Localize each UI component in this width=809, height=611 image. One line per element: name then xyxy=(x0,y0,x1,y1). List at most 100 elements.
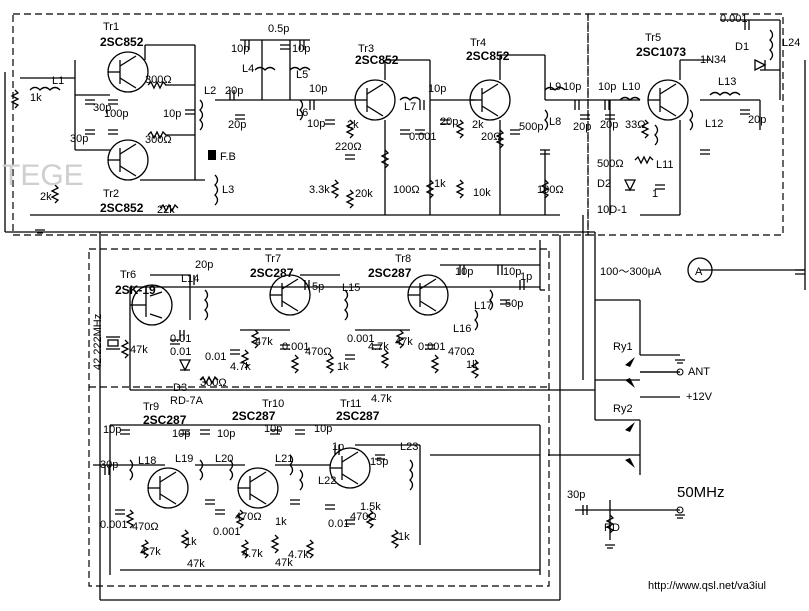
relay-contacts xyxy=(625,357,684,514)
svg-text:1k: 1k xyxy=(466,359,478,371)
svg-text:30p: 30p xyxy=(70,133,88,145)
supply-label: +12V xyxy=(686,391,713,403)
svg-text:10k: 10k xyxy=(473,187,491,199)
svg-text:100p: 100p xyxy=(104,108,128,120)
svg-text:L4: L4 xyxy=(242,63,254,75)
svg-text:20k: 20k xyxy=(355,188,373,200)
svg-text:L5: L5 xyxy=(296,69,308,81)
svg-text:10p: 10p xyxy=(292,43,310,55)
svg-text:L16: L16 xyxy=(453,323,471,335)
svg-text:1k: 1k xyxy=(275,516,287,528)
crystal-frequency: 42.222MHz xyxy=(92,314,104,370)
oscillator-box xyxy=(587,13,784,236)
svg-text:0.001: 0.001 xyxy=(213,526,241,538)
ferrite-bead-symbol xyxy=(208,150,216,160)
svg-text:L23: L23 xyxy=(400,441,418,453)
svg-text:47k: 47k xyxy=(395,336,413,348)
inductor-labels: L1 L2 L3 L4 L5 L6 L7 L8 L9 L10 L11 L12 L… xyxy=(52,37,800,487)
svg-text:0.01: 0.01 xyxy=(205,351,226,363)
svg-text:220Ω: 220Ω xyxy=(335,141,362,153)
svg-text:470Ω: 470Ω xyxy=(448,346,475,358)
svg-text:10p: 10p xyxy=(103,424,121,436)
svg-text:4.7k: 4.7k xyxy=(368,341,389,353)
svg-text:10p: 10p xyxy=(598,81,616,93)
svg-text:1k: 1k xyxy=(434,178,446,190)
svg-text:100Ω: 100Ω xyxy=(393,184,420,196)
svg-text:0.001: 0.001 xyxy=(347,333,375,345)
svg-text:1p: 1p xyxy=(332,441,344,453)
svg-text:1k: 1k xyxy=(185,536,197,548)
svg-text:30p: 30p xyxy=(93,102,111,114)
svg-text:L15: L15 xyxy=(342,282,360,294)
svg-text:30p: 30p xyxy=(567,489,585,501)
svg-text:D2: D2 xyxy=(597,178,611,190)
svg-text:470Ω: 470Ω xyxy=(132,521,159,533)
tr8-part: 2SC287 xyxy=(368,266,412,280)
coil-symbols xyxy=(29,29,774,491)
svg-text:0.001: 0.001 xyxy=(418,341,446,353)
diode-symbols xyxy=(178,58,767,372)
svg-text:2k: 2k xyxy=(40,191,52,203)
svg-text:20p: 20p xyxy=(573,121,591,133)
svg-text:0.001: 0.001 xyxy=(282,341,310,353)
svg-text:470Ω: 470Ω xyxy=(305,346,332,358)
svg-text:D1: D1 xyxy=(735,41,749,53)
svg-text:10p: 10p xyxy=(163,108,181,120)
svg-text:L8: L8 xyxy=(549,116,561,128)
svg-text:20p: 20p xyxy=(195,259,213,271)
svg-text:1k: 1k xyxy=(30,92,42,104)
svg-text:20p: 20p xyxy=(225,85,243,97)
svg-text:1N34: 1N34 xyxy=(700,54,726,66)
svg-text:L2: L2 xyxy=(204,85,216,97)
svg-text:4.7k: 4.7k xyxy=(230,361,251,373)
svg-text:L24: L24 xyxy=(782,37,800,49)
svg-text:1p: 1p xyxy=(520,271,532,283)
svg-text:500p: 500p xyxy=(519,121,543,133)
svg-text:L14: L14 xyxy=(181,273,199,285)
svg-text:4.7k: 4.7k xyxy=(288,549,309,561)
meter-range: 100～300μA xyxy=(600,266,662,278)
svg-text:100Ω: 100Ω xyxy=(537,184,564,196)
svg-text:Ry2: Ry2 xyxy=(613,403,633,415)
tr7-ref: Tr7 xyxy=(265,253,281,265)
svg-text:L6: L6 xyxy=(296,107,308,119)
svg-text:47k: 47k xyxy=(255,336,273,348)
misc-labels: F.B 42.222MHz 100～300μA ANT +12V 50MHz R… xyxy=(92,151,766,592)
svg-text:5p: 5p xyxy=(312,281,324,293)
svg-text:L12: L12 xyxy=(705,118,723,130)
tr1-ref: Tr1 xyxy=(103,21,119,33)
tr10-part: 2SC287 xyxy=(232,409,276,423)
tr1-part: 2SC852 xyxy=(100,35,144,49)
svg-text:22k: 22k xyxy=(157,204,175,216)
tr3-ref: Tr3 xyxy=(358,43,374,55)
tr2-ref: Tr2 xyxy=(103,188,119,200)
svg-text:10p: 10p xyxy=(172,428,190,440)
svg-text:20Ω: 20Ω xyxy=(481,131,501,143)
svg-text:47k: 47k xyxy=(130,344,148,356)
bottom-wiring xyxy=(93,232,680,601)
tr6-part: 2SK-19 xyxy=(115,283,156,297)
svg-text:L19: L19 xyxy=(175,453,193,465)
svg-text:L18: L18 xyxy=(138,455,156,467)
svg-text:L11: L11 xyxy=(656,159,674,171)
svg-text:300Ω: 300Ω xyxy=(200,377,227,389)
transistor-labels: Tr1 2SC852 Tr2 2SC852 Tr3 2SC852 Tr4 2SC… xyxy=(100,21,686,427)
svg-text:0.01: 0.01 xyxy=(170,346,191,358)
svg-text:10p: 10p xyxy=(563,81,581,93)
svg-text:1.5k: 1.5k xyxy=(360,501,381,513)
svg-text:10p: 10p xyxy=(503,266,521,278)
ammeter-letter: A xyxy=(695,266,703,278)
rd-label: RD xyxy=(604,522,620,534)
svg-text:30p: 30p xyxy=(100,459,118,471)
svg-text:10p: 10p xyxy=(314,423,332,435)
svg-text:L13: L13 xyxy=(718,76,736,88)
svg-text:0.5p: 0.5p xyxy=(268,23,289,35)
svg-text:Ry1: Ry1 xyxy=(613,341,633,353)
diode-relay-labels: D1 1N34 D2 10D-1 D3 RD-7A Ry1 Ry2 xyxy=(170,41,749,415)
svg-text:20p: 20p xyxy=(600,119,618,131)
tr5-ref: Tr5 xyxy=(645,32,661,44)
tr9-part: 2SC287 xyxy=(143,413,187,427)
tr8-ref: Tr8 xyxy=(395,253,411,265)
svg-text:2k: 2k xyxy=(347,119,359,131)
